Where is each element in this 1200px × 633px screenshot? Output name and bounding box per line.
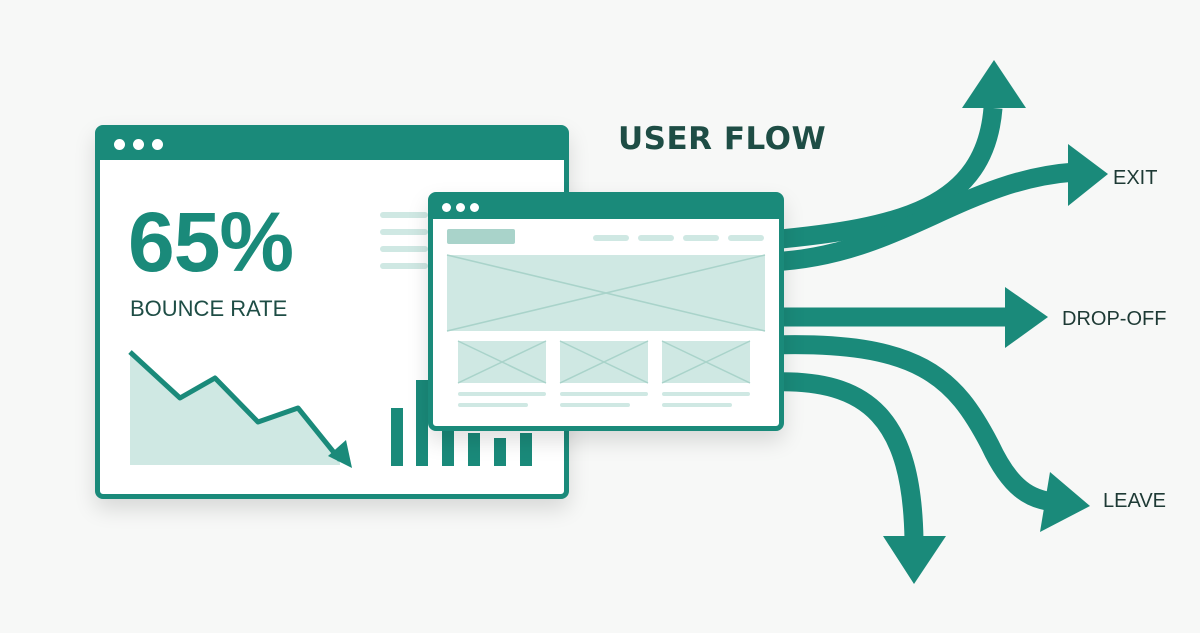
card-text-placeholder [458, 392, 750, 407]
flow-arrow-down [769, 372, 924, 541]
flow-arrow-exit [769, 162, 1076, 272]
window-dot-icon [470, 203, 479, 212]
diagram-title: USER FLOW [618, 121, 827, 157]
window-dot-icon [133, 139, 144, 150]
nav-placeholder [593, 235, 764, 241]
window-titlebar [433, 197, 779, 219]
flow-label-leave: LEAVE [1103, 490, 1166, 512]
window-dot-icon [442, 203, 451, 212]
flow-label-exit: EXIT [1113, 167, 1158, 189]
card-image-placeholder-icon [457, 340, 547, 384]
hero-image-placeholder-icon [446, 254, 766, 332]
trend-down-area-chart [128, 350, 352, 468]
arrowhead-drop-off-icon [1005, 287, 1048, 348]
window-dot-icon [114, 139, 125, 150]
website-window [428, 192, 784, 431]
arrowhead-exit-icon [1068, 144, 1108, 206]
wireframe-graphics [446, 229, 766, 407]
flow-label-drop-off: DROP-OFF [1062, 308, 1167, 330]
card-image-placeholder-icon [559, 340, 649, 384]
flow-arrow-up [769, 107, 1003, 250]
logo-placeholder [447, 229, 515, 244]
arrowhead-up-icon [962, 60, 1026, 108]
flow-arrow-leave [769, 335, 1057, 512]
window-dot-icon [456, 203, 465, 212]
arrowhead-down-icon [883, 536, 946, 584]
bounce-rate-label: BOUNCE RATE [130, 296, 288, 321]
bounce-rate-value: 65% [128, 195, 294, 289]
window-titlebar [100, 130, 564, 160]
text-placeholder-lines [380, 212, 428, 269]
card-image-placeholder-icon [661, 340, 751, 384]
window-dot-icon [152, 139, 163, 150]
analytics-graphics [128, 212, 532, 468]
bar-chart-icon [391, 380, 532, 466]
trend-down-arrow-icon [328, 440, 352, 468]
arrowhead-leave-icon [1040, 472, 1090, 532]
